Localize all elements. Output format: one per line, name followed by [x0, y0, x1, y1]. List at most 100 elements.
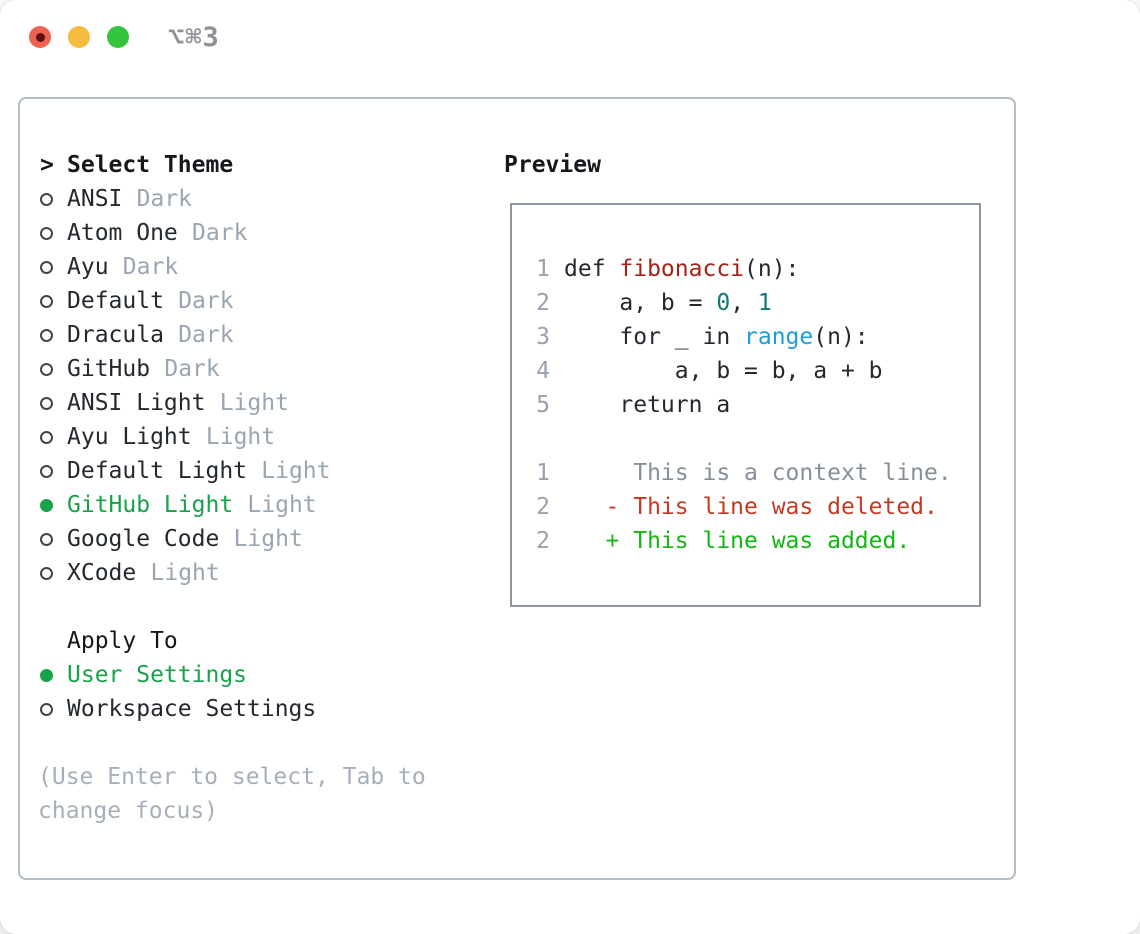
theme-option-tag: Dark — [178, 288, 234, 314]
radio-unselected-icon — [40, 362, 53, 376]
code-token: 1 — [757, 290, 772, 316]
line-number: 1 — [536, 256, 550, 282]
code-line: 2 + This line was added. — [522, 524, 979, 558]
code-token: (n): — [813, 324, 869, 350]
radio-unselected-icon — [40, 430, 53, 444]
theme-option[interactable]: Ayu Light Light — [40, 420, 490, 454]
preview-heading: Preview — [504, 152, 601, 178]
select-theme-heading: Select Theme — [67, 152, 234, 178]
apply-to-option[interactable]: Workspace Settings — [40, 692, 490, 726]
close-button-dot — [35, 32, 45, 42]
keyboard-hint: (Use Enter to select, Tab to change focu… — [38, 764, 426, 824]
theme-option-tag: Dark — [122, 254, 179, 280]
code-token: (n): — [744, 256, 800, 282]
theme-option-label: Atom One — [67, 220, 178, 246]
theme-option-tag: Dark — [136, 186, 193, 212]
line-number: 3 — [536, 324, 550, 350]
line-number: 4 — [536, 358, 550, 384]
theme-option-label: Ayu — [67, 254, 109, 280]
select-theme-header-row: > Select Theme — [40, 148, 490, 182]
minimize-button[interactable] — [68, 26, 90, 48]
theme-option-label: Google Code — [67, 526, 220, 552]
theme-option[interactable]: Dracula Dark — [40, 318, 490, 352]
spacer — [40, 726, 490, 760]
code-line: 1 This is a context line. — [522, 456, 979, 490]
theme-option-label: Dracula — [67, 322, 164, 348]
theme-option-tag: Light — [219, 390, 289, 416]
radio-unselected-icon — [40, 566, 53, 580]
apply-to-option-label: User Settings — [67, 662, 248, 688]
radio-unselected-icon — [40, 294, 53, 308]
apply-to-header-row: Apply To — [40, 624, 490, 658]
code-token: def — [564, 256, 620, 282]
code-line: 2 a, b = 0, 1 — [522, 286, 979, 320]
theme-option[interactable]: ANSI Dark — [40, 182, 490, 216]
code-token: 0 — [716, 290, 731, 316]
theme-option[interactable]: Default Light Light — [40, 454, 490, 488]
code-token: range — [744, 324, 814, 350]
theme-option-label: Ayu Light — [67, 424, 192, 450]
code-token: - This line was deleted. — [564, 494, 938, 520]
theme-option-tag: Dark — [178, 322, 234, 348]
radio-unselected-icon — [40, 396, 53, 410]
theme-option-tag: Light — [205, 424, 276, 450]
theme-option-tag: Light — [261, 458, 331, 484]
theme-option-label: GitHub Light — [67, 492, 234, 518]
close-button[interactable] — [29, 26, 51, 48]
theme-option-tag: Dark — [192, 220, 248, 246]
code-token: , — [730, 290, 758, 316]
radio-unselected-icon — [40, 192, 53, 206]
maximize-button[interactable] — [107, 26, 129, 48]
line-number: 2 — [536, 528, 550, 554]
code-token: a, b = b, a + b — [564, 358, 883, 384]
code-line — [522, 422, 979, 456]
code-token: + This line was added. — [564, 528, 911, 554]
theme-option-tag: Light — [233, 526, 303, 552]
theme-option[interactable]: GitHub Dark — [40, 352, 490, 386]
theme-option[interactable]: Ayu Dark — [40, 250, 490, 284]
apply-to-option[interactable]: User Settings — [40, 658, 490, 692]
theme-option-label: XCode — [67, 560, 137, 586]
theme-option-tag: Light — [247, 492, 317, 518]
code-line: 2 - This line was deleted. — [522, 490, 979, 524]
apply-to-heading: Apply To — [67, 628, 178, 654]
theme-option[interactable]: GitHub Light Light — [40, 488, 490, 522]
radio-selected-icon — [40, 668, 53, 682]
theme-option-label: Default — [67, 288, 164, 314]
apply-to-option-label: Workspace Settings — [67, 696, 317, 722]
window-title: ⌥⌘3 — [168, 22, 220, 53]
traffic-lights — [29, 26, 129, 48]
theme-option-label: GitHub — [67, 356, 151, 382]
radio-unselected-icon — [40, 532, 53, 546]
theme-option[interactable]: Google Code Light — [40, 522, 490, 556]
theme-option-label: Default Light — [67, 458, 248, 484]
theme-option[interactable]: Atom One Dark — [40, 216, 490, 250]
theme-option-label: ANSI Light — [67, 390, 206, 416]
theme-option-tag: Dark — [164, 356, 220, 382]
radio-unselected-icon — [40, 260, 53, 274]
theme-option[interactable]: ANSI Light Light — [40, 386, 490, 420]
radio-unselected-icon — [40, 328, 53, 342]
titlebar: ⌥⌘3 — [0, 0, 1140, 74]
code-token: for _ in — [564, 324, 745, 350]
code-line: 5 return a — [522, 388, 979, 422]
radio-unselected-icon — [40, 702, 53, 716]
line-number: 2 — [536, 494, 550, 520]
focus-chevron-icon: > — [40, 151, 54, 178]
line-number: 2 — [536, 290, 550, 316]
theme-option-label: ANSI — [67, 186, 123, 212]
theme-option[interactable]: Default Dark — [40, 284, 490, 318]
code-token: This is a context line. — [564, 460, 952, 486]
code-line: 3 for _ in range(n): — [522, 320, 979, 354]
spacer — [40, 590, 490, 624]
code-token: return a — [564, 392, 731, 418]
radio-selected-icon — [40, 498, 53, 512]
